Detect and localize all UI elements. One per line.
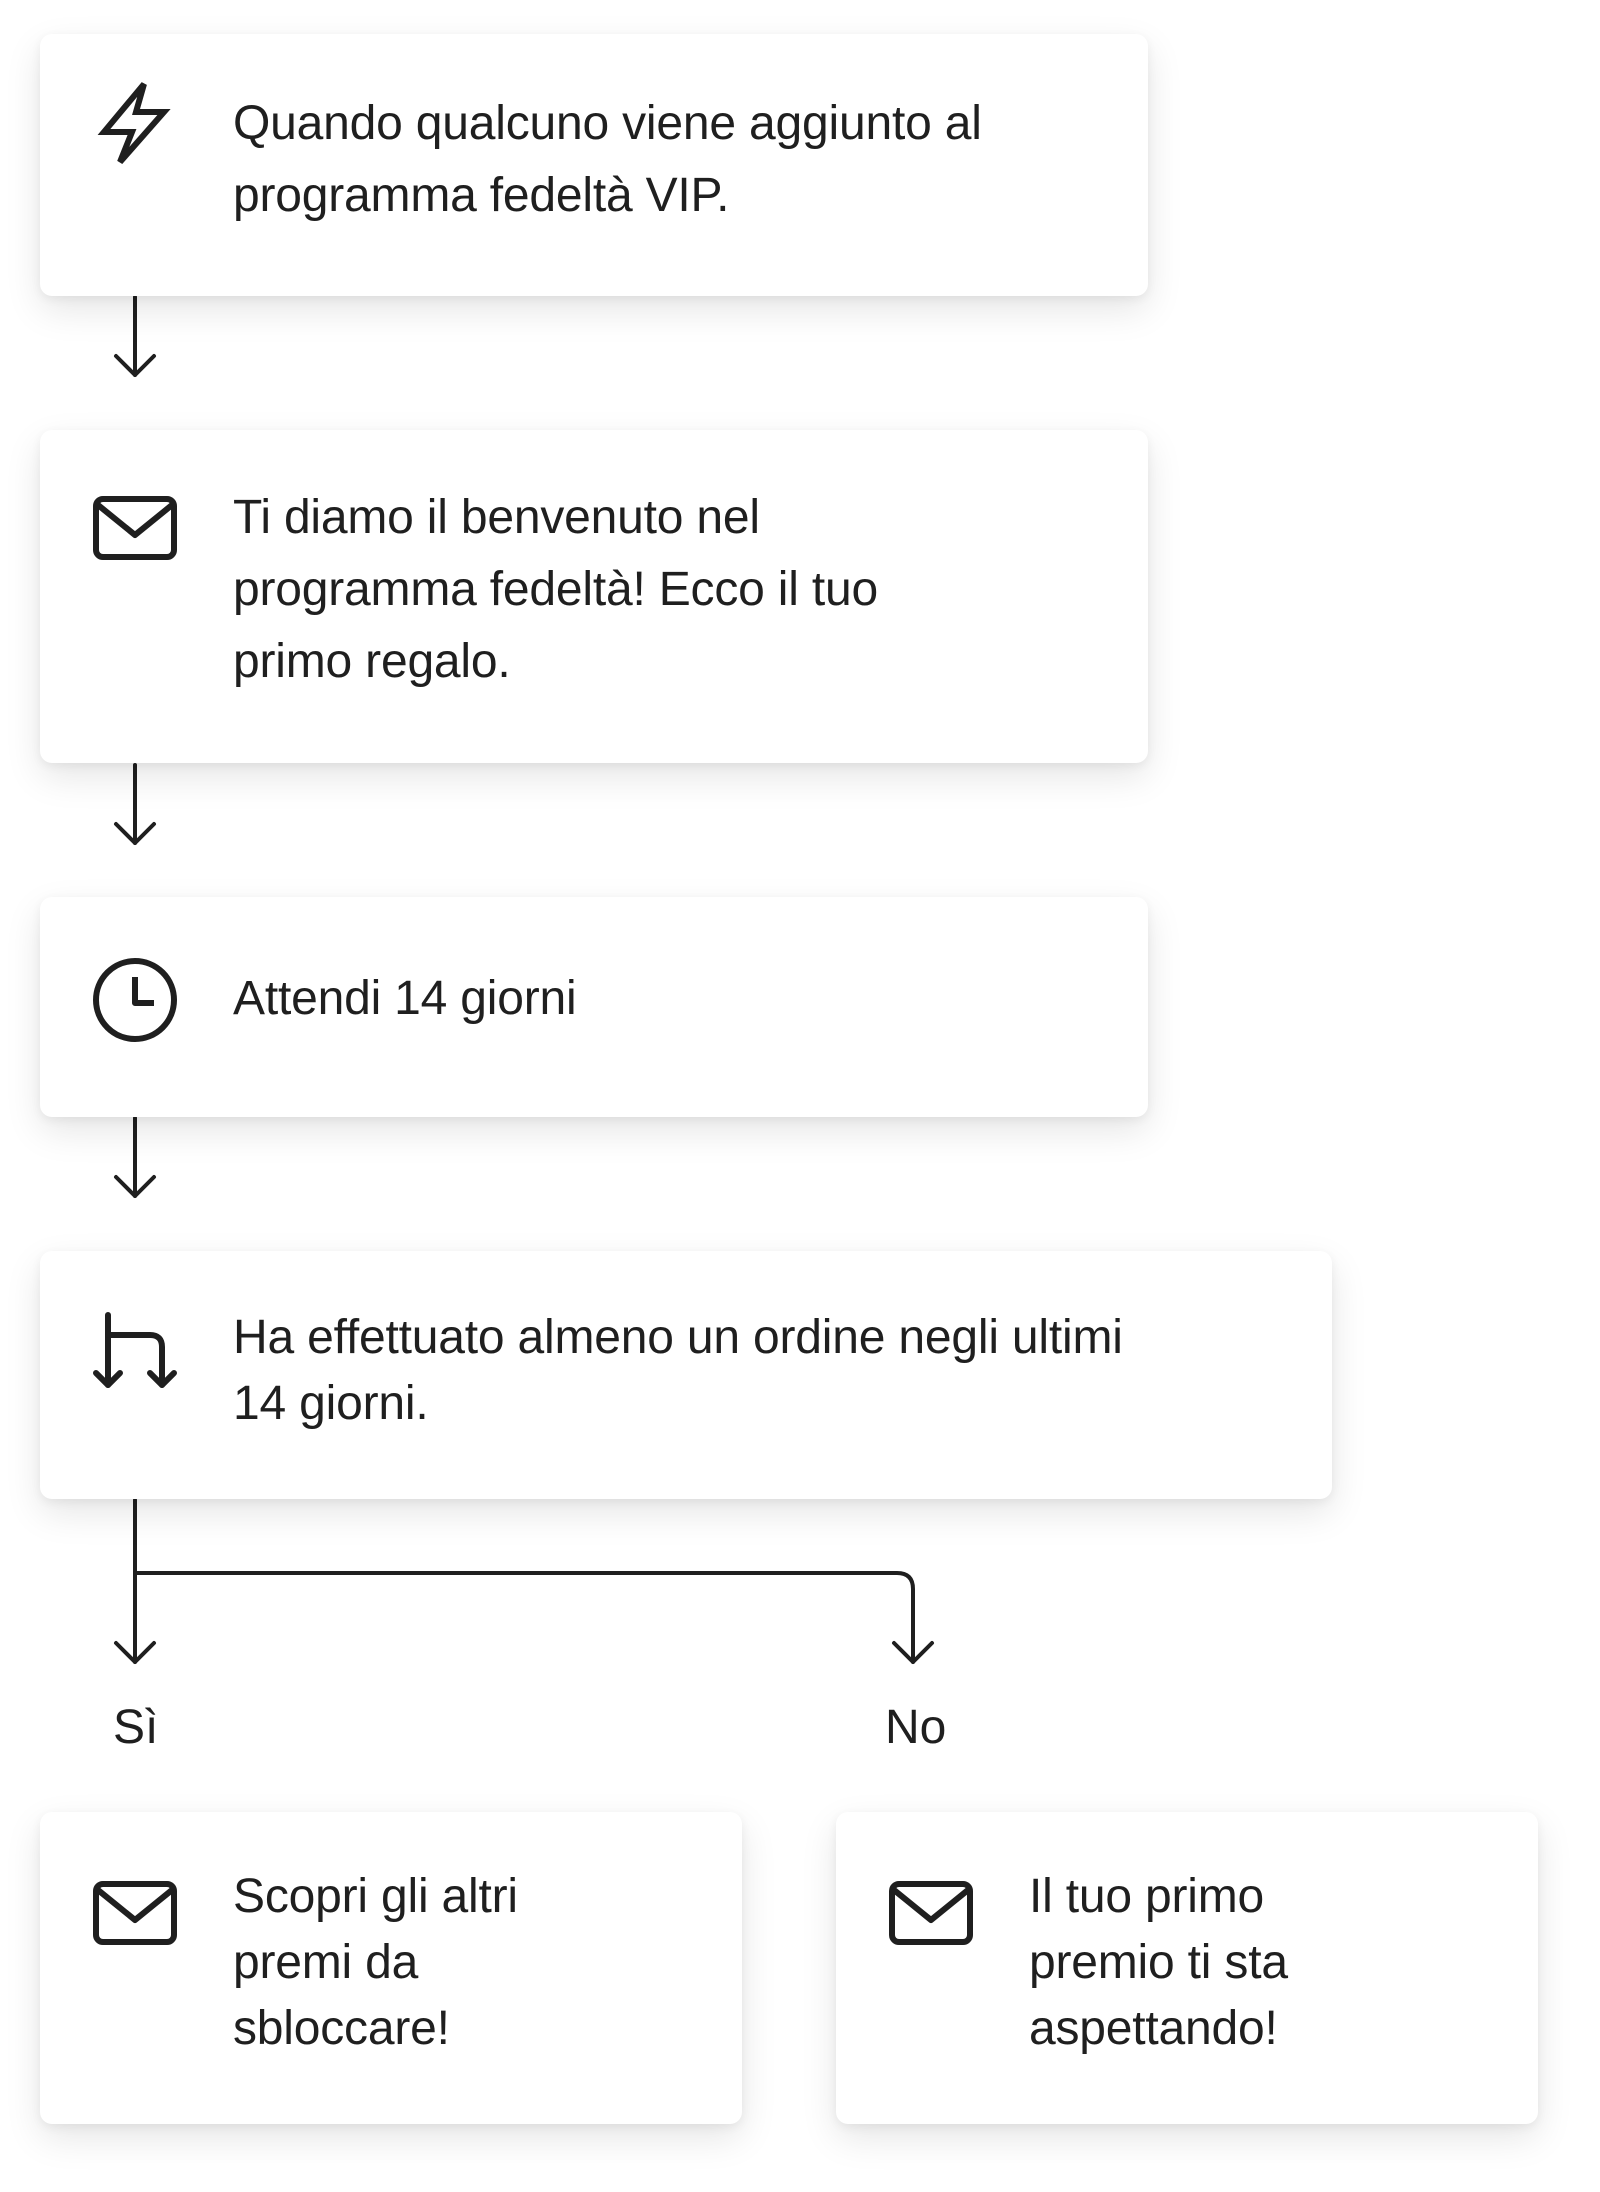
yes-email-text: Scopri gli altri premi da sbloccare! — [233, 1870, 518, 2055]
envelope-icon — [886, 1870, 976, 1960]
branch-label-yes: Sì — [113, 1701, 159, 1754]
welcome-email-card[interactable]: Ti diamo il benvenuto nel programma fede… — [40, 430, 1148, 763]
wait-card[interactable]: Attendi 14 giorni — [40, 897, 1148, 1117]
yes-email-card[interactable]: Scopri gli altri premi da sbloccare! — [40, 1812, 742, 2124]
down-arrow-2 — [114, 763, 156, 845]
condition-card[interactable]: Ha effettuato almeno un ordine negli ult… — [40, 1251, 1332, 1499]
wait-text: Attendi 14 giorni — [233, 972, 577, 1025]
no-email-text: Il tuo primo premio ti sta aspettando! — [1029, 1870, 1288, 2055]
down-arrow-1 — [114, 295, 156, 377]
lightning-bolt-icon — [90, 78, 180, 168]
trigger-card[interactable]: Quando qualcuno viene aggiunto al progra… — [40, 34, 1148, 296]
split-branch-icon — [90, 1311, 180, 1401]
clock-icon — [90, 955, 180, 1045]
no-email-card[interactable]: Il tuo primo premio ti sta aspettando! — [836, 1812, 1538, 2124]
welcome-email-text: Ti diamo il benvenuto nel programma fede… — [233, 491, 878, 688]
envelope-icon — [90, 485, 180, 575]
down-arrow-3 — [114, 1116, 156, 1198]
condition-text: Ha effettuato almeno un ordine negli ult… — [233, 1311, 1123, 1430]
envelope-icon — [90, 1870, 180, 1960]
trigger-text: Quando qualcuno viene aggiunto al progra… — [233, 97, 982, 222]
branch-label-no: No — [885, 1701, 947, 1754]
branch-connector — [114, 1498, 934, 1664]
